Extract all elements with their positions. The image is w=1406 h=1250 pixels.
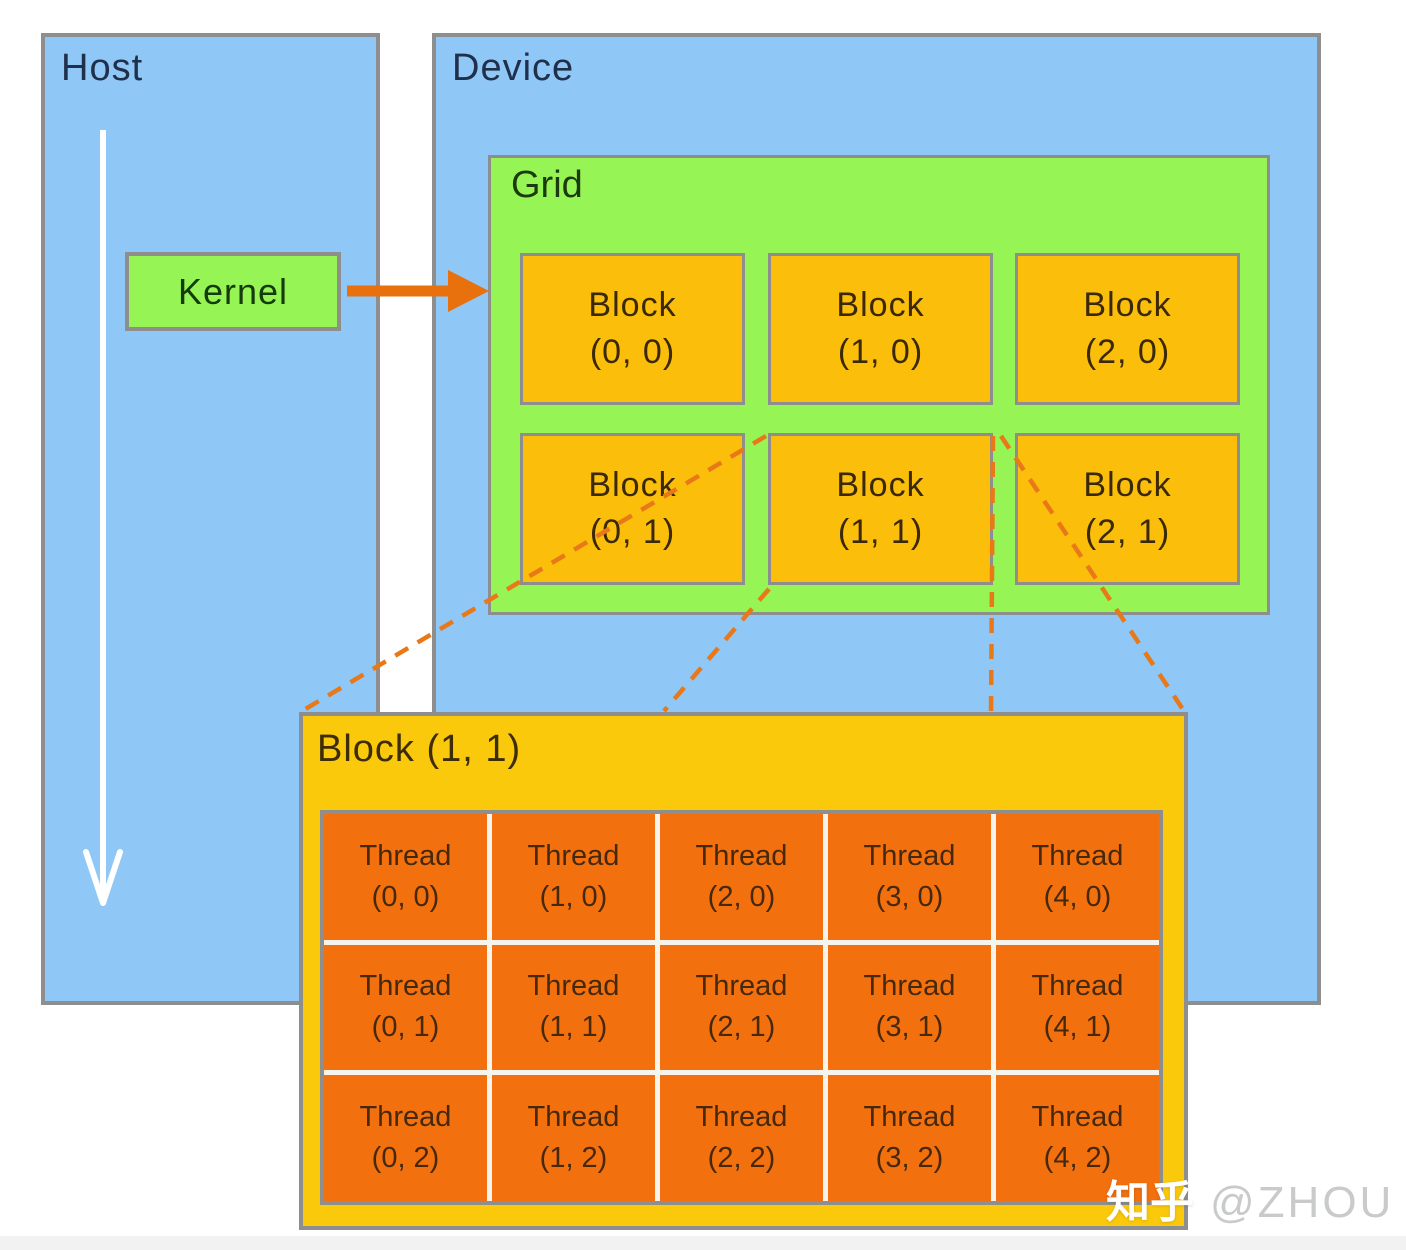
grid-label: Grid [511, 164, 583, 206]
thread-name: Thread [1031, 839, 1124, 872]
page-bottom-strip [0, 1236, 1406, 1250]
grid-block-1-0: Block (1, 0) [768, 253, 993, 405]
block-name: Block [588, 466, 677, 504]
grid-block-0-0: Block (0, 0) [520, 253, 745, 405]
thread-cell-3-0: Thread (3, 0) [828, 814, 991, 940]
thread-cell-0-1: Thread (0, 1) [324, 944, 487, 1071]
block-coord: (1, 0) [837, 333, 924, 371]
block-name: Block [1083, 466, 1172, 504]
thread-cell-3-2: Thread (3, 2) [828, 1075, 991, 1201]
grid-block-2-1: Block (2, 1) [1015, 433, 1240, 585]
kernel-label: Kernel [177, 270, 289, 312]
thread-name: Thread [359, 1101, 452, 1134]
thread-coord: (0, 0) [371, 880, 440, 913]
kernel-box: Kernel [125, 252, 341, 331]
thread-coord: (1, 0) [539, 880, 608, 913]
thread-cell-2-0: Thread (2, 0) [660, 814, 823, 940]
thread-name: Thread [527, 839, 620, 872]
watermark: 知乎 @ZHOU [1106, 1166, 1394, 1230]
thread-cell-1-0: Thread (1, 0) [492, 814, 655, 940]
grid-block-2-0: Block (2, 0) [1015, 253, 1240, 405]
thread-coord: (3, 0) [875, 880, 944, 913]
thread-cell-3-1: Thread (3, 1) [828, 944, 991, 1071]
block-coord: (2, 0) [1084, 333, 1171, 371]
thread-name: Thread [863, 1101, 956, 1134]
thread-coord: (2, 2) [707, 1142, 776, 1175]
thread-coord: (4, 2) [1043, 1142, 1112, 1175]
thread-name: Thread [1031, 1101, 1124, 1134]
thread-name: Thread [1031, 970, 1124, 1003]
thread-cell-1-1: Thread (1, 1) [492, 944, 655, 1071]
thread-cell-4-2: Thread (4, 2) [996, 1075, 1159, 1201]
block-coord: (0, 1) [589, 513, 676, 551]
block-name: Block [836, 286, 925, 324]
thread-coord: (4, 0) [1043, 880, 1112, 913]
thread-cell-1-2: Thread (1, 2) [492, 1075, 655, 1201]
block-1-1-detail-box: Block (1, 1) Thread (0, 0) Thread (1, 0)… [299, 712, 1188, 1230]
block-name: Block [1083, 286, 1172, 324]
device-label: Device [452, 47, 575, 89]
thread-name: Thread [695, 970, 788, 1003]
block-name: Block [588, 286, 677, 324]
thread-name: Thread [527, 1101, 620, 1134]
block-coord: (2, 1) [1084, 513, 1171, 551]
thread-cell-4-1: Thread (4, 1) [996, 944, 1159, 1071]
thread-coord: (3, 1) [875, 1011, 944, 1044]
block-name: Block [836, 466, 925, 504]
thread-name: Thread [695, 1101, 788, 1134]
watermark-handle: @ZHOU [1210, 1178, 1395, 1227]
thread-coord: (4, 1) [1043, 1011, 1112, 1044]
thread-cell-2-1: Thread (2, 1) [660, 944, 823, 1071]
thread-coord: (1, 2) [539, 1142, 608, 1175]
block-coord: (1, 1) [837, 513, 924, 551]
thread-cell-0-0: Thread (0, 0) [324, 814, 487, 940]
thread-coord: (0, 2) [371, 1142, 440, 1175]
grid-block-1-1: Block (1, 1) [768, 433, 993, 585]
thread-coord: (2, 1) [707, 1011, 776, 1044]
thread-name: Thread [359, 970, 452, 1003]
watermark-brand: 知乎 [1106, 1178, 1194, 1227]
thread-name: Thread [359, 839, 452, 872]
thread-name: Thread [527, 970, 620, 1003]
thread-name: Thread [695, 839, 788, 872]
thread-grid: Thread (0, 0) Thread (1, 0) Thread (2, 0… [320, 810, 1163, 1205]
block-coord: (0, 0) [589, 333, 676, 371]
thread-cell-0-2: Thread (0, 2) [324, 1075, 487, 1201]
thread-name: Thread [863, 970, 956, 1003]
grid-block-0-1: Block (0, 1) [520, 433, 745, 585]
host-label: Host [61, 47, 144, 89]
thread-coord: (1, 1) [539, 1011, 608, 1044]
thread-name: Thread [863, 839, 956, 872]
thread-cell-4-0: Thread (4, 0) [996, 814, 1159, 940]
block-1-1-detail-title: Block (1, 1) [317, 728, 522, 770]
thread-cell-2-2: Thread (2, 2) [660, 1075, 823, 1201]
thread-coord: (2, 0) [707, 880, 776, 913]
thread-coord: (0, 1) [371, 1011, 440, 1044]
thread-coord: (3, 2) [875, 1142, 944, 1175]
